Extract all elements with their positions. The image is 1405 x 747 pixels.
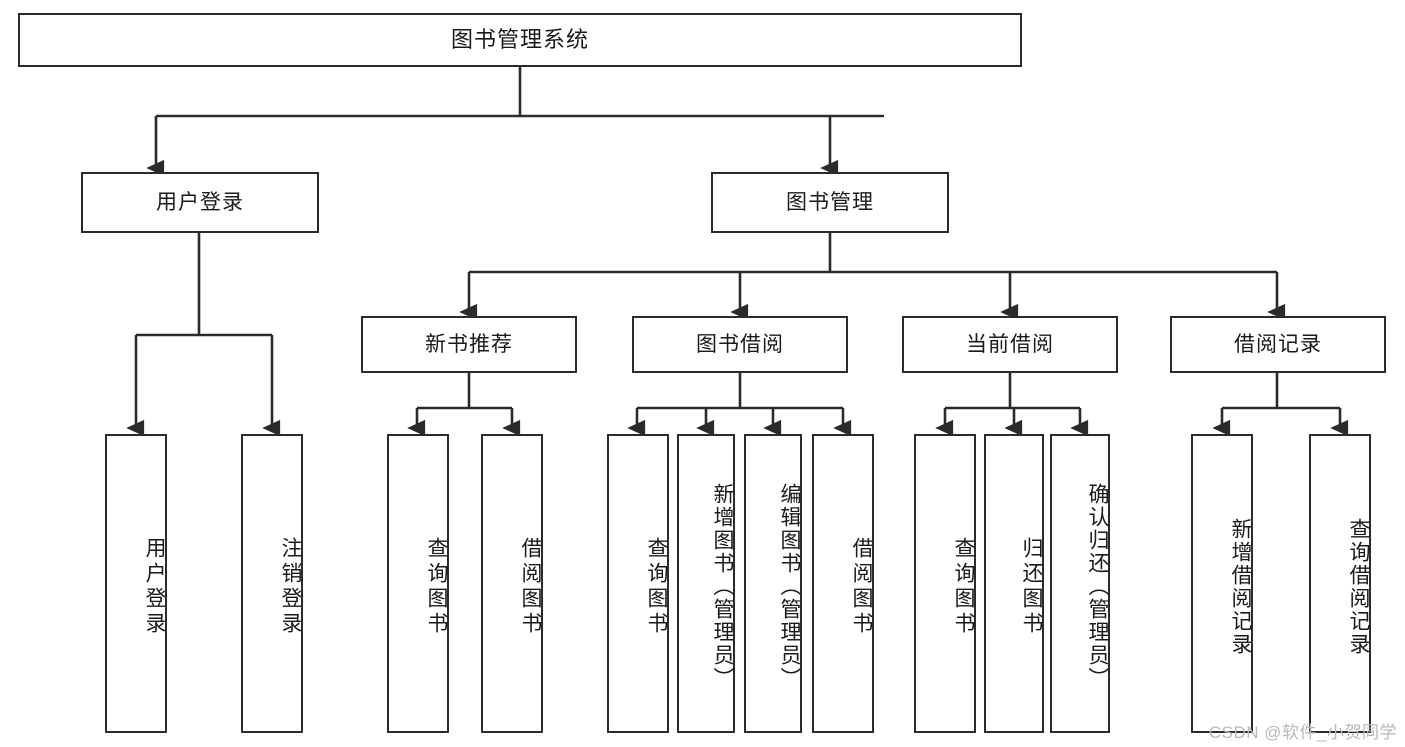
leaf-edit-book[interactable]: 编辑图书（管理员）: [744, 434, 802, 733]
node-user-login-label: 用户登录: [156, 190, 244, 214]
leaf-borrow-book-1[interactable]: 借阅图书: [481, 434, 543, 733]
node-book-borrow-label: 图书借阅: [696, 332, 784, 356]
node-book-management[interactable]: 图书管理: [711, 172, 949, 233]
node-current-borrow[interactable]: 当前借阅: [902, 316, 1118, 373]
leaf-query-record-label: 查询借阅记录: [1347, 517, 1370, 656]
leaf-return-book-label: 归还图书: [1020, 536, 1043, 637]
leaf-query-book-2-label: 查询图书: [645, 536, 668, 637]
leaf-edit-book-label: 编辑图书（管理员）: [778, 483, 801, 690]
leaf-query-book-2[interactable]: 查询图书: [607, 434, 669, 733]
leaf-add-record-label: 新增借阅记录: [1229, 517, 1252, 656]
node-user-login[interactable]: 用户登录: [81, 172, 319, 233]
node-borrow-record[interactable]: 借阅记录: [1170, 316, 1386, 373]
leaf-confirm-return-label: 确认归还（管理员）: [1086, 483, 1109, 690]
leaf-logout-login-label: 注销登录: [279, 536, 302, 637]
leaf-borrow-book-1-label: 借阅图书: [519, 536, 542, 637]
node-book-borrow[interactable]: 图书借阅: [632, 316, 848, 373]
leaf-logout-login[interactable]: 注销登录: [241, 434, 303, 733]
node-new-book-recommend[interactable]: 新书推荐: [361, 316, 577, 373]
leaf-borrow-book-2[interactable]: 借阅图书: [812, 434, 874, 733]
leaf-add-book-label: 新增图书（管理员）: [711, 483, 734, 690]
leaf-borrow-book-2-label: 借阅图书: [850, 536, 873, 637]
node-borrow-record-label: 借阅记录: [1234, 332, 1322, 356]
leaf-return-book[interactable]: 归还图书: [984, 434, 1044, 733]
node-book-management-label: 图书管理: [786, 190, 874, 214]
node-current-borrow-label: 当前借阅: [966, 332, 1054, 356]
node-root-label: 图书管理系统: [450, 26, 589, 52]
leaf-query-book-1[interactable]: 查询图书: [387, 434, 449, 733]
node-new-book-recommend-label: 新书推荐: [425, 332, 513, 356]
leaf-confirm-return[interactable]: 确认归还（管理员）: [1050, 434, 1110, 733]
leaf-query-book-1-label: 查询图书: [425, 536, 448, 637]
leaf-query-book-3[interactable]: 查询图书: [914, 434, 976, 733]
node-root[interactable]: 图书管理系统: [18, 13, 1022, 67]
leaf-user-login[interactable]: 用户登录: [105, 434, 167, 733]
leaf-add-record[interactable]: 新增借阅记录: [1191, 434, 1253, 733]
leaf-query-book-3-label: 查询图书: [952, 536, 975, 637]
leaf-add-book[interactable]: 新增图书（管理员）: [677, 434, 735, 733]
leaf-user-login-label: 用户登录: [143, 536, 166, 637]
leaf-query-record[interactable]: 查询借阅记录: [1309, 434, 1371, 733]
